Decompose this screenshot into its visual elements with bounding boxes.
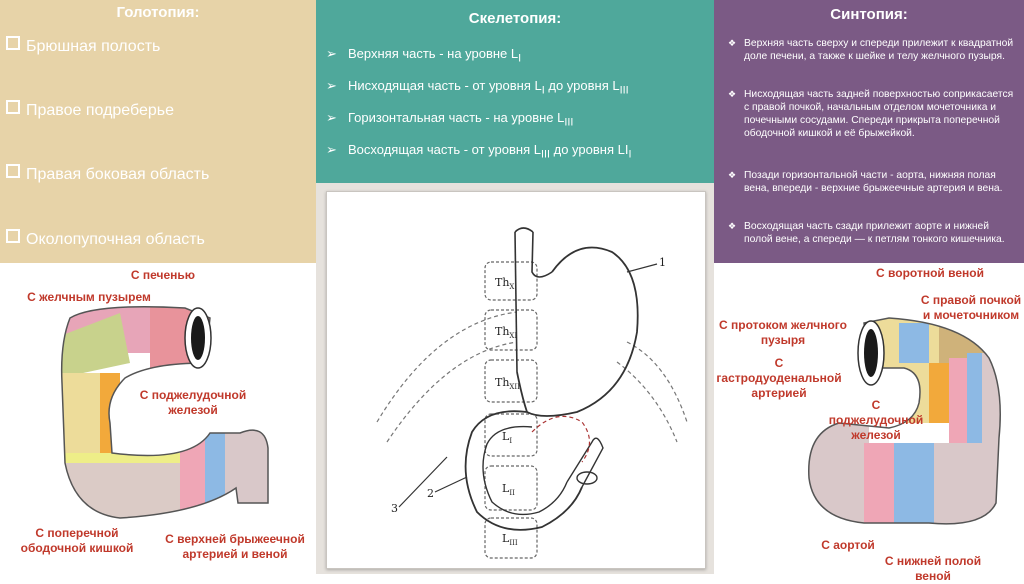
label-liver: С печенью <box>130 268 196 282</box>
arrow-icon: ➢ <box>326 142 337 157</box>
golotopia-item: Правая боковая область <box>6 164 209 184</box>
golotopia-title-text: Голотопия <box>116 4 195 21</box>
golotopia-title-colon: : <box>194 4 200 21</box>
syntopia-item: ❖ Позади горизонтальной части - аорта, ни… <box>728 169 1018 195</box>
arrow-icon: ➢ <box>326 46 337 61</box>
diamond-bullet-icon: ❖ <box>728 221 737 231</box>
syntopia-item-text: Нисходящая часть задней поверхностью соп… <box>744 89 1014 139</box>
duodenum-contacts-diagram-left <box>60 306 269 519</box>
skeletopia-item-sub: I <box>518 52 522 65</box>
label-gallbladder: С желчным пузырем <box>27 290 151 304</box>
label-sma: С верхней брыжеечной артерией и веной <box>165 532 305 561</box>
skeletopia-panel: Скелетопия: ➢ Верхняя часть - на уровне L… <box>316 0 714 183</box>
skeletopia-item-sub: III <box>564 116 574 129</box>
vertebra-label: LII <box>502 482 515 497</box>
label-aorta: С аортой <box>821 538 875 552</box>
golotopia-item: Правое подреберье <box>6 100 174 120</box>
syntopia-panel: Синтопия: ❖ Верхняя часть сверху и сперед… <box>714 0 1024 263</box>
arrow-icon: ➢ <box>326 78 337 93</box>
golotopia-item-text: Правая боковая область <box>26 166 210 183</box>
label-portal-vein: С воротной веной <box>876 266 984 280</box>
skeletopia-item-sub: III <box>619 84 629 97</box>
duodenum-skeletotopy-drawing: ThX ThXI ThXII LI LII LIII 1 2 3 <box>376 227 688 559</box>
skeletopia-title-text: Скелетопия <box>468 10 557 27</box>
skeletopia-item-mid: до уровня LI <box>550 142 629 157</box>
label-pancreas-right: С поджелудочной железой <box>828 398 924 442</box>
skeletopia-title-colon: : <box>556 10 562 27</box>
syntopia-item: ❖ Верхняя часть сверху и спереди прилежит… <box>728 37 1018 63</box>
skeletopia-item-text: Нисходящая часть - от уровня L <box>348 78 542 93</box>
syntopia-title: Синтопия: <box>714 6 1024 23</box>
skeletopia-item-text: Горизонтальная часть - на уровне L <box>348 110 565 125</box>
label-gda: С гастродуоденальной артерией <box>716 356 842 400</box>
vertebra-label: ThXI <box>495 325 517 340</box>
syntopia-item: ❖ Восходящая часть сзади прилежит аорте и… <box>728 220 1018 246</box>
diamond-bullet-icon: ❖ <box>728 89 737 99</box>
golotopia-item-text: Брюшная полость <box>26 38 161 55</box>
syntopia-item: ❖ Нисходящая часть задней поверхностью со… <box>728 88 1018 140</box>
golotopia-item: Околопупочная область <box>6 229 205 249</box>
label-colon: С поперечной ободочной кишкой <box>20 526 134 555</box>
label-ivc: С нижней полой веной <box>884 554 982 583</box>
checkbox-icon <box>6 100 20 114</box>
syntopia-item-text: Позади горизонтальной части - аорта, ниж… <box>744 170 1003 194</box>
illustration-panel: ThX ThXI ThXII LI LII LIII 1 2 3 <box>316 183 714 574</box>
leader-label: 2 <box>427 487 434 500</box>
syntopia-item-text: Верхняя часть сверху и спереди прилежит … <box>744 38 1014 62</box>
vertebra-label: LIII <box>502 532 518 547</box>
skeletopia-title: Скелетопия: <box>316 10 714 27</box>
checkbox-icon <box>6 164 20 178</box>
label-bile-duct: С протоком желчного пузыря <box>719 318 847 347</box>
syntopia-title-text: Синтопия <box>830 6 903 23</box>
golotopia-panel: Голотопия: Брюшная полость Правое подреб… <box>0 0 316 263</box>
skeletopia-item-sub: I <box>541 84 545 97</box>
label-pancreas: С поджелудочной железой <box>139 388 247 417</box>
skeletopia-item-text: Верхняя часть - на уровне L <box>348 46 519 61</box>
checkbox-icon <box>6 36 20 50</box>
skeletopia-item: ➢ Горизонтальная часть - на уровне LIII <box>326 110 706 129</box>
leader-label: 1 <box>659 256 666 269</box>
duodenum-contacts-diagram-right <box>808 317 1001 525</box>
skeletopia-item: ➢ Восходящая часть - от уровня LIII до ур… <box>326 142 706 161</box>
vertebra-label: ThX <box>495 276 514 291</box>
vertebra-label: LI <box>502 430 512 445</box>
skeletopia-item: ➢ Нисходящая часть - от уровня LI до уров… <box>326 78 706 97</box>
arrow-icon: ➢ <box>326 110 337 125</box>
golotopia-title: Голотопия: <box>0 4 316 21</box>
syntopia-item-text: Восходящая часть сзади прилежит аорте и … <box>744 221 1005 245</box>
illustration-frame: ThX ThXI ThXII LI LII LIII 1 2 3 <box>326 191 706 569</box>
diamond-bullet-icon: ❖ <box>728 170 737 180</box>
syntopia-title-colon: : <box>902 6 908 23</box>
skeletopia-item-text: Восходящая часть - от уровня L <box>348 142 541 157</box>
skeletopia-item-sub: III <box>540 148 551 161</box>
skeletopia-item-sub: I <box>628 148 632 161</box>
golotopia-item-text: Правое подреберье <box>26 102 175 119</box>
golotopia-item: Брюшная полость <box>6 36 160 56</box>
golotopia-item-text: Околопупочная область <box>26 231 205 248</box>
vertebra-label: ThXII <box>495 376 520 391</box>
leader-label: 3 <box>391 502 398 515</box>
checkbox-icon <box>6 229 20 243</box>
skeletopia-item: ➢ Верхняя часть - на уровне LI <box>326 46 706 65</box>
diamond-bullet-icon: ❖ <box>728 38 737 48</box>
label-kidney: С правой почкой и мочеточником <box>920 293 1022 322</box>
skeletopia-item-mid: до уровня L <box>544 78 620 93</box>
